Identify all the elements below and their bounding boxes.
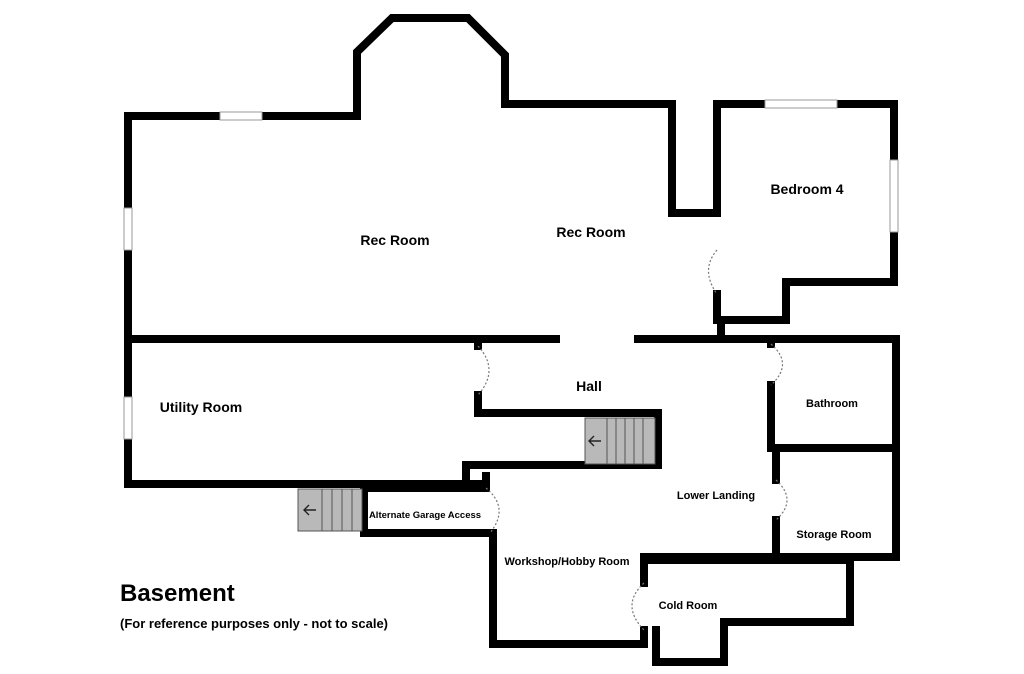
- label-rec-room-west: Rec Room: [360, 232, 429, 248]
- workshop-wall: [482, 472, 648, 648]
- stairs-arrow-icon: [588, 435, 601, 447]
- label-storage-room: Storage Room: [796, 529, 871, 541]
- window-bedroom-north: [764, 99, 838, 109]
- label-utility-room: Utility Room: [160, 399, 242, 415]
- label-bedroom-4: Bedroom 4: [770, 181, 843, 197]
- label-cold-room: Cold Room: [659, 600, 718, 612]
- label-alternate-garage-access: Alternate Garage Access: [369, 510, 481, 521]
- label-lower-landing: Lower Landing: [677, 490, 755, 502]
- door-garage-access: [485, 487, 500, 534]
- rec-room-wall: [124, 14, 721, 339]
- label-rec-room-east: Rec Room: [556, 224, 625, 240]
- garage-access-wall: [360, 484, 494, 537]
- window-rec-west: [123, 207, 133, 251]
- label-bathroom: Bathroom: [806, 398, 858, 410]
- plan-subtitle: (For reference purposes only - not to sc…: [120, 616, 388, 631]
- door-bedroom-4: [707, 249, 718, 295]
- label-hall: Hall: [576, 378, 602, 394]
- door-storage: [775, 479, 788, 521]
- door-cold-room: [631, 582, 645, 631]
- door-bathroom: [770, 343, 784, 386]
- plan-title: Basement: [120, 580, 235, 607]
- window-bedroom-east: [889, 159, 899, 233]
- label-workshop-hobby-room: Workshop/Hobby Room: [504, 556, 629, 568]
- garage-stairs-arrow-icon: [303, 504, 316, 516]
- window-utility-west: [123, 396, 133, 440]
- garage-stairs: [297, 488, 363, 532]
- utility-room-east-wall: [462, 391, 662, 488]
- door-utility: [477, 345, 490, 396]
- bathroom-wall: [767, 335, 900, 452]
- window-rec-north: [219, 111, 263, 121]
- main-stairs: [584, 417, 656, 465]
- bedroom-4-wall: [713, 100, 898, 343]
- cold-room-wall: [640, 556, 854, 666]
